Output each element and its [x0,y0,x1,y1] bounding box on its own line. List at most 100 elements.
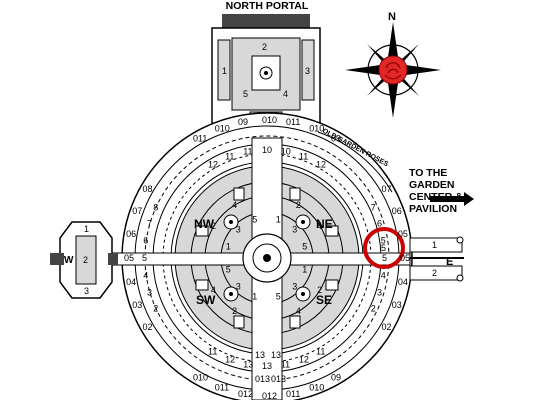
ring-number-outer-top-4: 011 [286,117,300,127]
ring-number-inner-left-5: 3 [147,287,152,297]
east-path-1 [409,237,463,253]
ring-number-inner-left-6: 2 [153,304,158,314]
ring-number-outer-right-4: 04 [398,277,408,287]
ring-number-outer-left-3: 05 [124,253,134,263]
ring-number-inner-top-6: 12 [316,160,326,170]
quad-bed-number-11: 2 [232,306,237,316]
ring-number-inner-left-0: 8 [153,202,158,212]
ring-number-outer-left-5: 03 [132,300,142,310]
ring-number-outer-left-6: 02 [143,322,153,332]
ring-number-outer-top-2: 09 [238,117,248,127]
quadrant-nw: NW [194,217,215,231]
quad-bed-number-12: 3 [236,281,241,291]
ring-number-inner-top-1: 11 [225,152,234,162]
quad-bed-number-19: 5 [276,291,281,301]
bottom-gate-number-1: 13 [271,350,281,360]
ring-number-outer-top-1: 010 [215,123,230,133]
quad-bed-number-10: 1 [252,291,257,301]
ring-number-inner-bottom-3: 13 [262,361,272,371]
ring-number-inner-bottom-1: 12 [225,355,235,365]
west-label: W [64,255,74,266]
ring-number-inner-right-5: 3 [377,287,382,297]
west-building [50,221,118,299]
north-bed-4-label: 4 [283,89,288,99]
quad-bed-number-5: 1 [276,215,281,225]
ring-number-inner-right-3: 5 [382,253,387,263]
quad-bed-number-9: 5 [302,241,307,251]
quad-bed-number-6: 2 [296,200,301,210]
quadrant-se: SE [316,293,332,307]
quad-bed-number-1: 2 [211,221,216,231]
quad-bed-number-16: 2 [317,285,322,295]
bottom-gate-number-0: 13 [255,350,265,360]
ring-number-outer-bottom-1: 011 [215,383,229,393]
ring-number-outer-right-5: 03 [392,300,402,310]
compass-ring [367,44,419,96]
compass-n-label: N [388,11,396,23]
bottom-gate-number-2: 013 [255,374,270,384]
ring-number-outer-bottom-5: 010 [309,383,324,393]
ring-number-outer-right-0: 07 [382,184,392,194]
to-garden-line-2: GARDEN [409,179,455,191]
west-bed-3-label: 3 [84,286,89,296]
to-garden-line-4: PAVILION [409,203,458,215]
quad-bed-number-15: 1 [302,265,307,275]
ring-number-inner-bottom-0: 11 [208,347,217,357]
north-bed-3-label: 3 [305,66,310,76]
ring-number-outer-left-4: 04 [126,277,136,287]
ring-number-inner-right-6: 2 [371,304,376,314]
quadrant-ne: NE [316,217,333,231]
quad-bed-number-7: 3 [292,225,297,235]
ring-number-inner-top-0: 12 [208,160,218,170]
west-bed-1-label: 1 [84,224,89,234]
ring-number-inner-bottom-6: 11 [316,347,325,357]
to-garden-line-3: CENTER & [409,191,463,203]
quad-bed-number-2: 3 [236,225,241,235]
ring-number-outer-top-6: 09 [331,134,341,144]
ring-number-outer-top-0: 011 [193,134,207,144]
quad-bed-number-8: 4 [317,221,322,231]
highlight-circle [363,227,405,269]
ring-number-inner-left-4: 4 [143,270,148,280]
highlight-label: 5 [381,243,386,253]
ring-number-inner-right-1: 6 [377,219,382,229]
ring-number-outer-bottom-3: 012 [262,391,277,400]
north-bed-2-label: 2 [262,42,267,52]
east-label: E [446,256,453,268]
north-portal-hall [231,37,301,111]
north-portal-label: NORTH PORTAL [225,0,309,12]
ring-number-inner-right-4: 4 [381,270,386,280]
ring-number-outer-bottom-6: 09 [331,373,341,383]
ring-number-inner-right-0: 7 [371,202,376,212]
cross-walks [109,137,411,400]
ring-number-outer-right-2: 05 [398,229,408,239]
ring-number-outer-left-0: 08 [143,184,153,194]
quad-bed-number-3: 4 [232,200,237,210]
ring-number-outer-bottom-0: 010 [193,373,208,383]
ring-number-outer-left-2: 06 [126,229,136,239]
ring-number-inner-top-2: 11 [243,147,252,157]
ring-number-inner-right-2: 5 [381,236,386,246]
quad-bed-number-4: 5 [252,215,257,225]
ring-number-inner-top-4: 10 [281,147,291,157]
ring-number-inner-top-5: 11 [299,152,308,162]
ring-number-inner-bottom-4: 11 [281,359,290,369]
ring-number-outer-left-1: 07 [132,206,142,216]
bottom-gate-number-3: 013 [271,374,286,384]
quad-bed-number-17: 3 [292,281,297,291]
quad-bed-number-18: 4 [296,306,301,316]
east-path-2-label: 2 [432,268,437,278]
ring-number-outer-bottom-2: 012 [238,389,253,399]
east-paths [409,192,474,282]
ring-number-inner-bottom-2: 13 [243,359,253,369]
ring-number-outer-top-3: 010 [262,115,277,125]
quad-bed-number-14: 5 [226,265,231,275]
ring-number-outer-right-6: 02 [382,322,392,332]
ring-number-inner-top-3: 10 [262,145,272,155]
north-portal-bed-3 [301,39,315,101]
compass-rose [345,22,441,118]
north-bed-5-label: 5 [243,89,248,99]
north-portal-roof [222,14,310,28]
north-portal-bed-1 [217,39,231,101]
